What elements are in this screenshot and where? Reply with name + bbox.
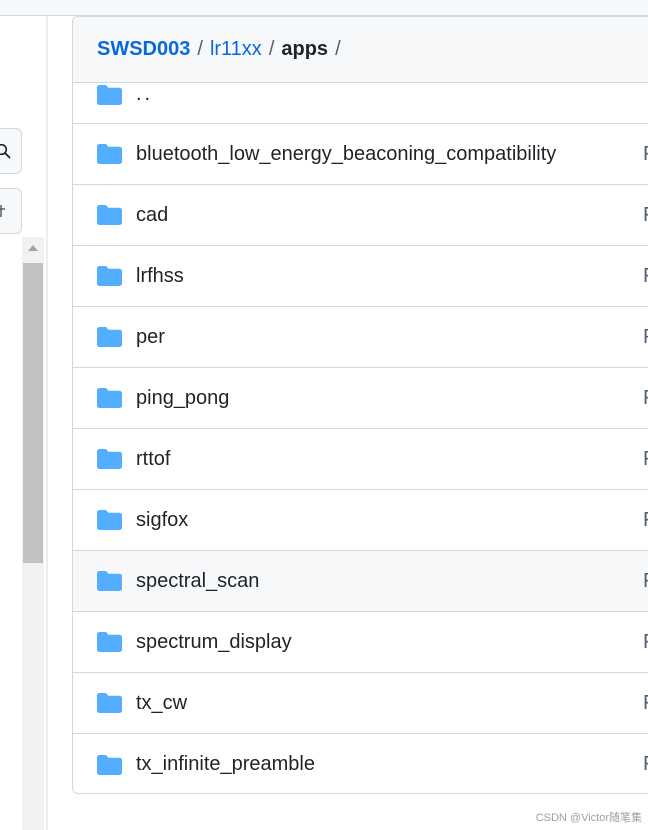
directory-link[interactable]: cad [136, 203, 169, 226]
directory-link[interactable]: bluetooth_low_energy_beaconing_compatibi… [136, 142, 557, 165]
commit-message: F [643, 326, 648, 349]
directory-row[interactable]: sigfox F [73, 490, 648, 551]
directory-link[interactable]: tx_infinite_preamble [136, 753, 315, 775]
directory-link[interactable]: rttof [136, 447, 171, 470]
directory-link[interactable]: per [136, 325, 165, 348]
commit-message: F [643, 448, 648, 471]
file-list: .. bluetooth_low_energy_beaconing_compat… [73, 83, 648, 793]
folder-icon [97, 632, 122, 652]
directory-row[interactable]: spectral_scan F [73, 551, 648, 612]
directory-row[interactable]: per F [73, 307, 648, 368]
directory-row[interactable]: lrfhss F [73, 246, 648, 307]
breadcrumb-current: apps [281, 38, 329, 60]
directory-link[interactable]: ping_pong [136, 386, 230, 409]
commit-message: F [643, 143, 648, 166]
filter-button[interactable] [0, 188, 22, 234]
scrollbar-thumb[interactable] [23, 263, 43, 563]
folder-icon [97, 144, 122, 164]
commit-message: F [643, 265, 648, 288]
commit-message: F [643, 387, 648, 410]
commit-message: F [643, 509, 648, 532]
folder-icon [97, 266, 122, 286]
folder-icon [97, 205, 122, 225]
breadcrumb-separator: / [335, 38, 341, 60]
directory-row[interactable]: tx_infinite_preamble F [73, 734, 648, 793]
breadcrumb-repo-link[interactable]: SWSD003 [97, 38, 191, 60]
folder-icon [97, 571, 122, 591]
directory-row[interactable]: spectrum_display F [73, 612, 648, 673]
parent-directory-row[interactable]: .. [73, 83, 648, 124]
breadcrumb-path-link[interactable]: lr11xx [209, 38, 262, 60]
directory-link[interactable]: spectrum_display [136, 630, 292, 653]
commit-message: F [643, 570, 648, 593]
folder-icon [97, 510, 122, 530]
breadcrumb-separator: / [197, 38, 203, 60]
directory-row[interactable]: bluetooth_low_energy_beaconing_compatibi… [73, 124, 648, 185]
search-button[interactable] [0, 128, 22, 174]
folder-icon [97, 388, 122, 408]
directory-link[interactable]: spectral_scan [136, 569, 260, 592]
directory-link[interactable]: sigfox [136, 508, 189, 531]
search-icon [0, 143, 11, 159]
directory-link[interactable]: lrfhss [136, 264, 184, 287]
directory-row[interactable]: rttof F [73, 429, 648, 490]
commit-message: F [643, 204, 648, 227]
directory-link[interactable]: tx_cw [136, 691, 188, 714]
folder-icon [97, 754, 122, 775]
folder-icon [97, 449, 122, 469]
scroll-up-arrow-icon[interactable] [28, 245, 38, 251]
breadcrumb-separator: / [268, 38, 275, 60]
directory-row[interactable]: cad F [73, 185, 648, 246]
folder-icon [97, 85, 122, 105]
folder-icon [97, 327, 122, 347]
file-list-card: SWSD003 / lr11xx / apps / .. bluetooth_l… [72, 16, 648, 794]
commit-message: F [643, 631, 648, 654]
top-strip [0, 0, 648, 16]
commit-message: F [643, 692, 648, 715]
watermark: CSDN @Victor随笔集 [535, 812, 642, 824]
filter-icon [0, 205, 5, 217]
directory-row[interactable]: ping_pong F [73, 368, 648, 429]
commit-message: F [643, 753, 648, 776]
breadcrumb: SWSD003 / lr11xx / apps / [73, 17, 648, 83]
pane-divider[interactable] [46, 16, 48, 830]
directory-row[interactable]: tx_cw F [73, 673, 648, 734]
scrollbar[interactable] [22, 237, 44, 830]
folder-icon [97, 693, 122, 713]
parent-directory-link[interactable]: .. [136, 83, 154, 105]
